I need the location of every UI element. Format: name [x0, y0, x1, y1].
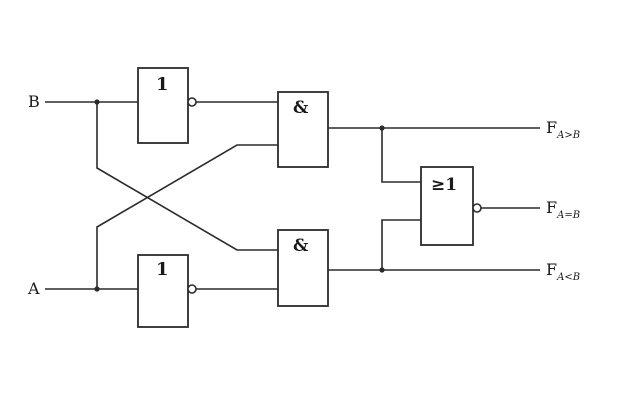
and-bottom-symbol: & — [293, 236, 309, 256]
not-gate-bottom — [137, 254, 189, 328]
and-top-symbol: & — [293, 98, 309, 118]
not-top-bubble — [187, 97, 197, 107]
output-less-label: FA<B — [546, 260, 580, 283]
output-equal-label: FA=B — [546, 198, 580, 221]
output-greater-main: F — [546, 118, 557, 137]
not-bottom-symbol: 1 — [156, 259, 169, 280]
wire-to-nor-bottom — [381, 219, 421, 270]
and-gate-bottom — [277, 229, 329, 307]
output-greater-label: FA>B — [546, 118, 580, 141]
output-equal-sub: A=B — [556, 210, 580, 221]
output-less-sub: A<B — [556, 272, 580, 283]
nor-bubble — [472, 203, 482, 213]
not-gate-top — [137, 67, 189, 144]
input-a-label: A — [27, 279, 40, 298]
wire-to-nor-top — [381, 128, 421, 183]
input-b-label: B — [28, 92, 40, 111]
wire-b-cross — [96, 102, 278, 251]
nor-gate — [420, 166, 474, 246]
not-top-symbol: 1 — [156, 74, 169, 95]
and-gate-top — [277, 91, 329, 168]
output-less-main: F — [546, 260, 557, 279]
nor-symbol: ≥1 — [431, 175, 457, 195]
output-greater-sub: A>B — [556, 130, 580, 141]
output-equal-main: F — [546, 198, 557, 217]
not-bottom-bubble — [187, 284, 197, 294]
wire-a-cross — [96, 144, 278, 289]
